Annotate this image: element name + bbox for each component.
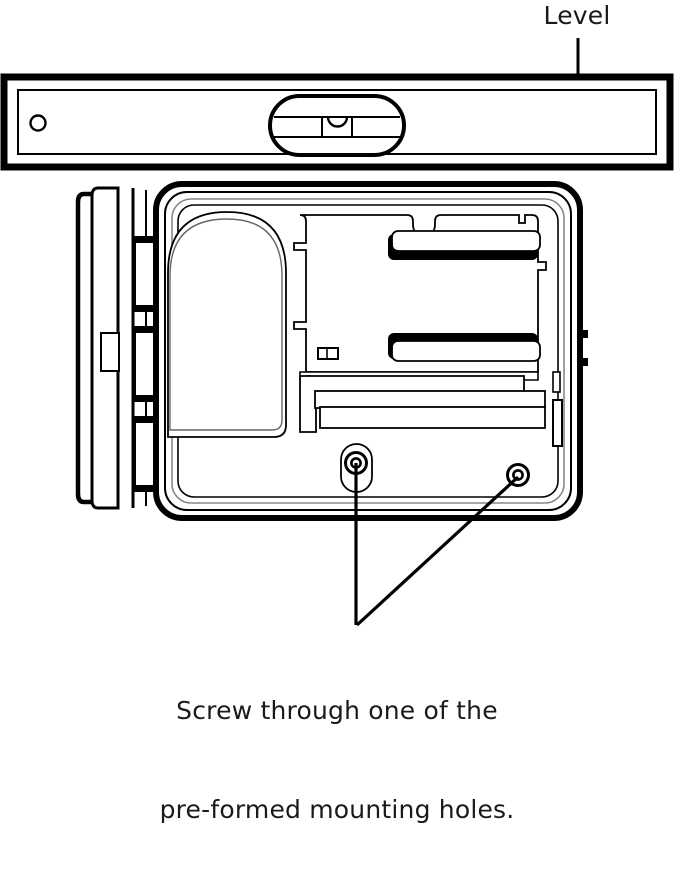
hinge-knuckle (133, 326, 158, 332)
arch-outline-inner (169, 218, 283, 431)
screw-leader-lines (354, 463, 520, 627)
level-label-text: Level (543, 1, 611, 30)
side-tab (580, 330, 588, 338)
lower-rail (388, 333, 541, 362)
level-label: Level (0, 1, 674, 30)
arch-outline-outer (167, 211, 287, 438)
level-bubble-vial (268, 94, 406, 157)
enclosure-mounting-illustration (0, 38, 674, 627)
spirit-level (0, 73, 674, 171)
side-tab (580, 358, 588, 366)
arch-cutout (167, 211, 287, 438)
terminal-block-body (317, 347, 339, 360)
hinge-knuckle-body (134, 241, 157, 307)
hinge-knuckle-body (134, 331, 157, 397)
level-hang-hole-icon (29, 114, 47, 132)
lower-rail-face (391, 340, 541, 362)
terminal-block (317, 347, 339, 360)
upper-rail (388, 230, 541, 260)
hinge-knuckle (133, 396, 158, 402)
bottom-bar-upper (314, 390, 546, 409)
door-latch-tab (100, 332, 120, 372)
figure-root: Level Screw through one of the pre-forme… (0, 1, 674, 824)
side-slot (552, 399, 563, 447)
hinge-knuckle (133, 416, 158, 422)
bottom-bar-lower (319, 406, 546, 429)
screw-caption-line-2: pre-formed mounting holes. (159, 795, 515, 824)
hinge-knuckle (133, 306, 158, 312)
enclosure-body (153, 181, 588, 521)
hinge-knuckle (133, 236, 158, 242)
side-slot-upper (552, 371, 561, 393)
hinge-knuckle (133, 486, 158, 492)
enclosure-shell-line-1 (164, 191, 572, 511)
screw-caption-line-1: Screw through one of the (176, 696, 498, 725)
screw-leader-diagonal (355, 475, 520, 627)
hinge-knuckle-body (134, 421, 157, 487)
vial-bubble-icon (326, 116, 349, 128)
upper-rail-face (391, 230, 541, 252)
screw-caption: Screw through one of the pre-formed moun… (0, 628, 674, 892)
bottom-bars (299, 375, 546, 433)
